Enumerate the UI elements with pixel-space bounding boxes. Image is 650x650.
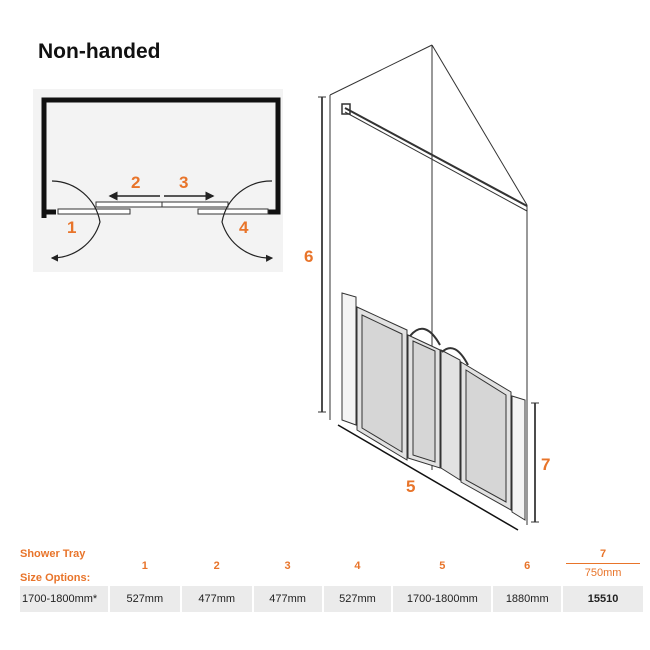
- cell-product-code: 15510: [563, 586, 644, 612]
- cell-6: 1880mm: [493, 586, 562, 612]
- header-line-1: Shower Tray: [20, 548, 86, 560]
- dimension-label-7: 7: [541, 455, 550, 474]
- cell-2: 477mm: [181, 586, 252, 612]
- col-header-1: 1: [141, 560, 148, 572]
- size-options-table: Shower Tray Size Options: 1 2 3 4 5 6 7 …: [20, 548, 645, 612]
- cell-3: 477mm: [253, 586, 322, 612]
- header-tray-label: Shower Tray Size Options:: [20, 548, 108, 584]
- dimension-label-5: 5: [406, 477, 415, 496]
- col-header-4: 4: [354, 560, 361, 572]
- dimension-label-6: 6: [304, 247, 313, 266]
- plan-label-4: 4: [239, 218, 249, 237]
- col-7-sub: 750mm: [584, 567, 622, 579]
- floor-plan: 1 2 3 4: [33, 89, 283, 272]
- plan-label-3: 3: [179, 173, 188, 192]
- cell-5: 1700-1800mm: [393, 586, 492, 612]
- col-header-2: 2: [213, 560, 220, 572]
- plan-label-2: 2: [131, 173, 140, 192]
- page-title: Non-handed: [38, 40, 161, 63]
- cell-4: 527mm: [323, 586, 392, 612]
- table-row: 1700-1800mm* 527mm 477mm 477mm 527mm 170…: [20, 586, 645, 612]
- col-header-3: 3: [284, 560, 291, 572]
- header-line-2: Size Options:: [20, 572, 91, 584]
- cell-1: 527mm: [109, 586, 180, 612]
- col-header-7: 7 750mm: [563, 548, 643, 584]
- table-header: Shower Tray Size Options: 1 2 3 4 5 6 7 …: [20, 548, 645, 584]
- col-header-6: 6: [524, 560, 531, 572]
- cell-tray-size: 1700-1800mm*: [20, 586, 108, 612]
- elevation-drawing: [318, 44, 539, 531]
- plan-label-1: 1: [67, 218, 76, 237]
- col-header-5: 5: [439, 560, 446, 572]
- col-7-number: 7: [566, 548, 641, 564]
